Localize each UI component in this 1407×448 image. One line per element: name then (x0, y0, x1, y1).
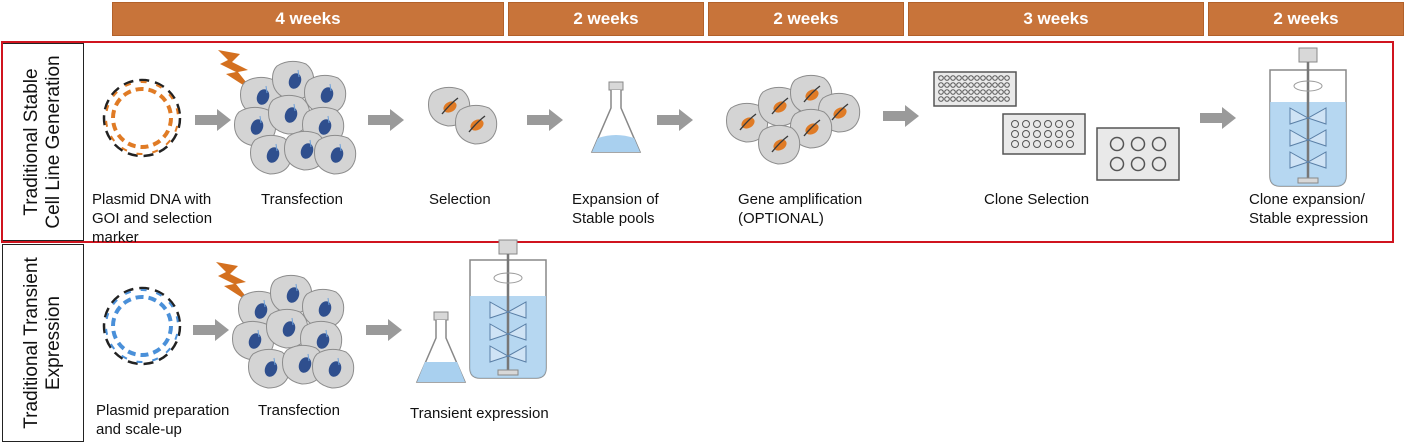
timeline-label: 3 weeks (1023, 9, 1089, 28)
timeline-label: 4 weeks (275, 9, 341, 28)
step-label-transient-transfection: Transfection (258, 402, 340, 419)
timeline-label: 2 weeks (1273, 9, 1339, 28)
flask-icon (590, 81, 642, 153)
arrow-icon (193, 319, 229, 341)
timeline-bar-2-weeks-amplification: 2 weeks (708, 2, 904, 36)
plasmid-dna-icon (102, 78, 182, 158)
arrow-icon (527, 109, 563, 131)
bioreactor-icon (1269, 47, 1347, 187)
arrow-icon (195, 109, 231, 131)
plate-6-well-icon (1096, 127, 1180, 181)
amplified-cells-icon (725, 74, 861, 165)
plate-96-well-icon (933, 71, 1017, 107)
step-label-selection: Selection (429, 191, 491, 208)
step-label-transient-expression: Transient expression (410, 405, 549, 422)
timeline-bar-2-weeks-expansion: 2 weeks (1208, 2, 1404, 36)
cell-cluster-icon (235, 61, 356, 174)
arrow-icon (366, 319, 402, 341)
step-label-clone-selection: Clone Selection (984, 191, 1090, 208)
step-label-gene-amplification: Gene amplification (OPTIONAL) (738, 191, 863, 227)
timeline-bar-2-weeks-selection: 2 weeks (508, 2, 704, 36)
timeline-label: 2 weeks (573, 9, 639, 28)
step-label-plasmid-prep: Plasmid preparation and scale-up (96, 402, 230, 438)
bioreactor-icon (469, 239, 547, 379)
timeline-bar-4-weeks: 4 weeks (112, 2, 504, 36)
stable-row-highlight-box (1, 41, 1394, 243)
arrow-icon (883, 105, 919, 127)
step-label-plasmid: Plasmid DNA with GOI and selection marke… (92, 191, 213, 246)
timeline-label: 2 weeks (773, 9, 839, 28)
timeline-bar-3-weeks: 3 weeks (908, 2, 1204, 36)
row-title-transient: Traditional Transient Expression (2, 244, 84, 442)
step-label-transfection: Transfection (261, 191, 343, 208)
arrow-icon (1200, 107, 1236, 129)
cell-cluster-icon (233, 275, 354, 388)
arrow-icon (368, 109, 404, 131)
step-label-clone-expansion: Clone expansion/ Stable expression (1249, 191, 1369, 227)
selected-cells-icon (427, 86, 498, 145)
plate-24-well-icon (1002, 113, 1086, 155)
arrow-icon (657, 109, 693, 131)
step-label-expansion: Expansion of Stable pools (572, 191, 659, 227)
row-title-stable: Traditional Stable Cell Line Generation (2, 43, 84, 241)
flask-icon (415, 311, 467, 383)
plasmid-dna-transient-icon (102, 286, 182, 366)
